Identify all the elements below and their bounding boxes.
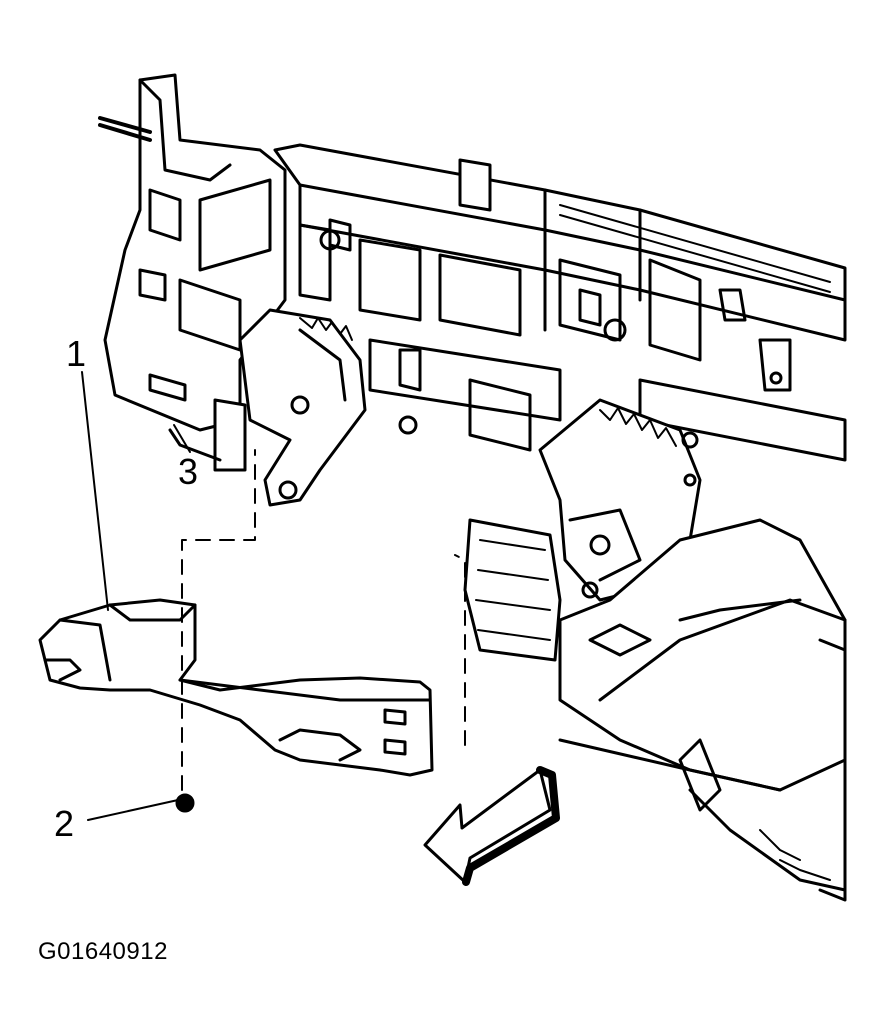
left-hinge-bracket <box>168 308 367 507</box>
blower-housing <box>463 518 847 902</box>
leader-line-1 <box>81 371 109 611</box>
support-bracket-item-1 <box>38 598 434 777</box>
fastener-item-2 <box>175 793 195 813</box>
leader-line-2 <box>87 799 179 821</box>
callout-label-1: 1 <box>66 333 87 374</box>
arrow-left-down-icon <box>423 766 560 886</box>
assembly-dashed-lines <box>181 449 466 791</box>
leader-lines <box>81 371 191 821</box>
dash-frame-assembly <box>98 73 847 462</box>
figure-id: G01640912 <box>38 938 168 965</box>
callout-label-3: 3 <box>178 451 199 492</box>
callout-label-2: 2 <box>54 803 75 844</box>
leader-line-3 <box>173 424 191 453</box>
